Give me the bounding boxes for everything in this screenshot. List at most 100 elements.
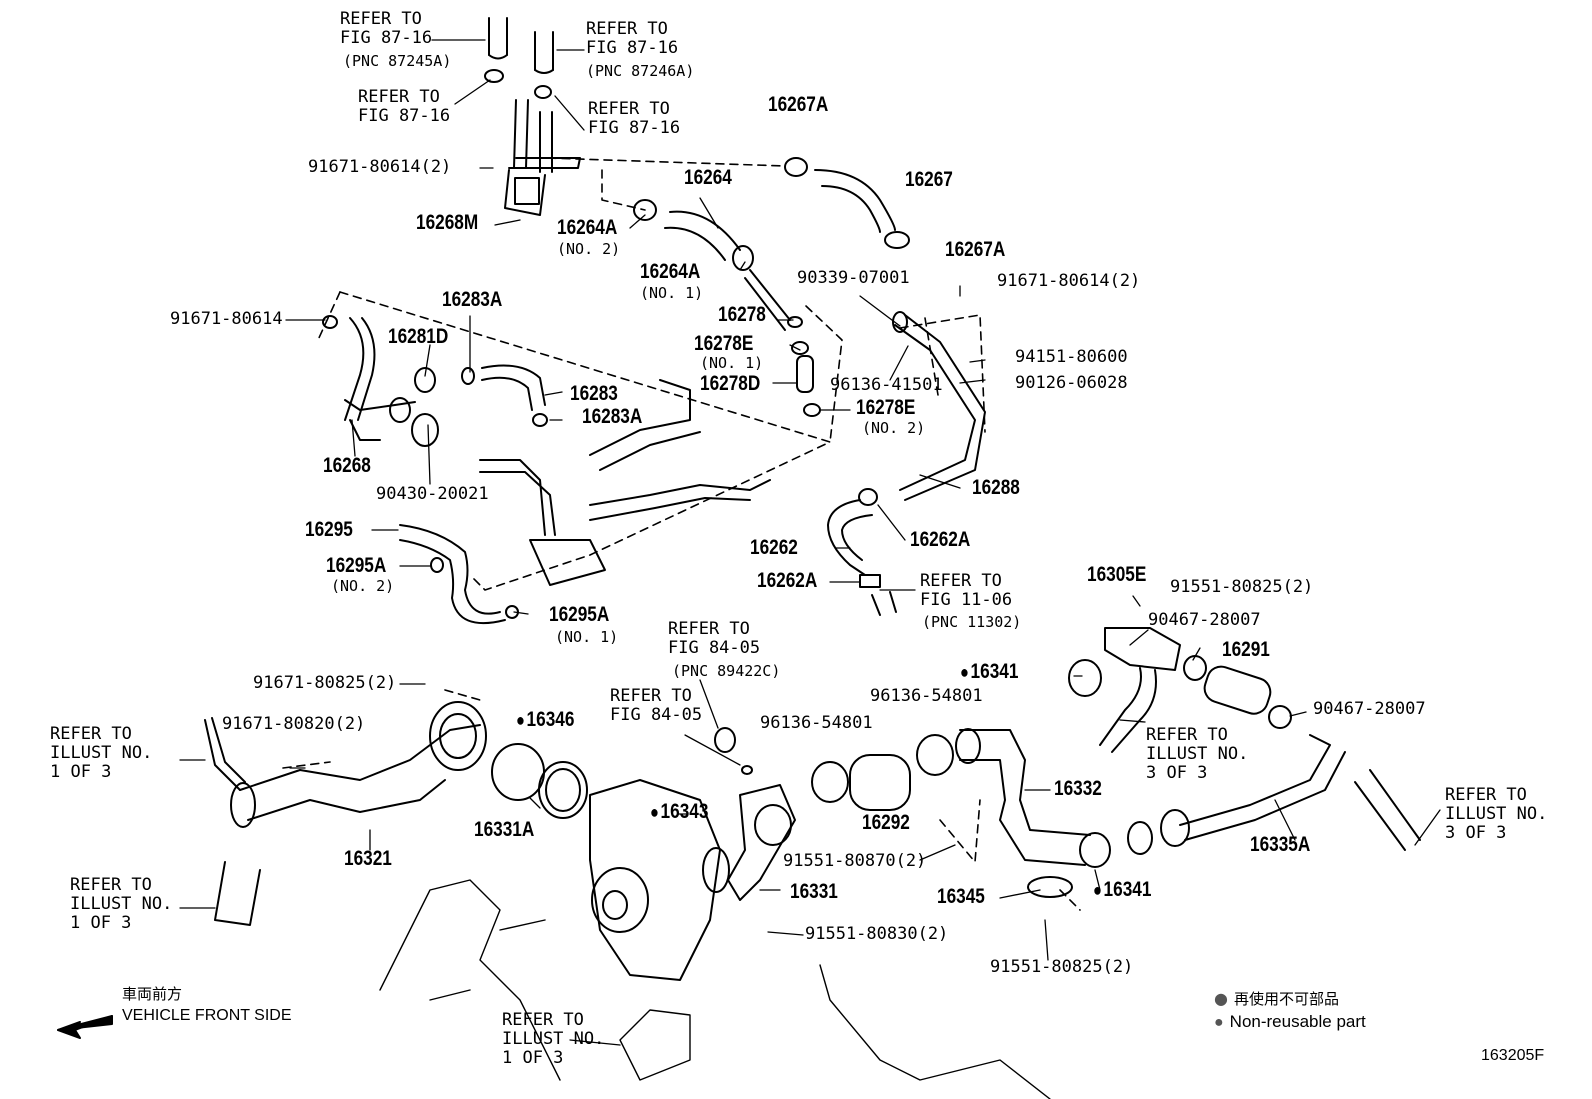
part-90467-28007-b: 90467-28007 — [1313, 699, 1426, 719]
note-no2-b: (NO. 2) — [862, 419, 926, 437]
refer-illust-1-of-3-d: REFER TO ILLUST NO. 1 OF 3 — [70, 875, 173, 933]
note-no2-c: (NO. 2) — [331, 577, 395, 595]
part-16332: 16332 — [1054, 777, 1102, 800]
part-16267a-top: 16267A — [768, 93, 829, 116]
figure-code: 163205F — [1481, 1047, 1545, 1064]
part-16278d: 16278D — [700, 372, 761, 395]
note-no1-a: (NO. 1) — [640, 284, 704, 302]
part-91671-80614-2-a: 91671-80614(2) — [308, 157, 452, 177]
legend-japanese: ● 再使用不可部品 — [1214, 989, 1339, 1009]
refer-fig-11-06: REFER TO FIG 11-06 — [920, 571, 1013, 610]
pnc-87245a: (PNC 87245A) — [343, 52, 452, 70]
part-16262: 16262 — [750, 536, 798, 559]
thermostat — [491, 743, 545, 801]
part-91671-80820-2: 91671-80820(2) — [222, 714, 366, 734]
part-16264a-no1: 16264A — [640, 260, 701, 283]
part-16267: 16267 — [905, 168, 953, 191]
part-16295: 16295 — [305, 518, 353, 541]
part-16343: 16343 — [650, 801, 709, 822]
note-no1-b: (NO. 1) — [700, 354, 764, 372]
part-16331a: 16331A — [474, 818, 535, 841]
hose-16283 — [481, 364, 546, 411]
part-16267a-bottom: 16267A — [945, 238, 1006, 261]
engine-outline — [379, 879, 1051, 1099]
part-16264a-no2: 16264A — [557, 216, 618, 239]
refer-fig-87-16-d: REFER TO FIG 87-16 — [588, 99, 681, 138]
part-91671-80614: 91671-80614 — [170, 309, 283, 329]
refer-fig-87-16-b: REFER TO FIG 87-16 — [586, 19, 679, 58]
pipe-16332 — [959, 729, 1091, 866]
part-16268m: 16268M — [416, 211, 479, 234]
part-16278: 16278 — [718, 303, 766, 326]
part-91671-80825-2: 91671-80825(2) — [253, 673, 397, 693]
hose-16292 — [849, 754, 911, 811]
upper-pipes — [484, 17, 581, 216]
pipe-16288 — [894, 314, 986, 501]
part-16295a-no2: 16295A — [326, 554, 387, 577]
refer-illust-3-of-3-a: REFER TO ILLUST NO. 3 OF 3 — [1146, 725, 1249, 783]
crossover-pipe — [479, 459, 556, 536]
assembly-outline — [282, 157, 1081, 911]
part-16305e: 16305E — [1087, 563, 1147, 586]
part-96136-54801-b: 96136-54801 — [760, 713, 873, 733]
hose-16264 — [664, 210, 741, 261]
refer-fig-87-16-a: REFER TO FIG 87-16 — [340, 9, 433, 48]
part-91551-80870-2: 91551-80870(2) — [783, 851, 927, 871]
part-16264: 16264 — [684, 166, 732, 189]
part-16283a-mid: 16283A — [582, 405, 643, 428]
part-16288: 16288 — [972, 476, 1020, 499]
part-16335a: 16335A — [1250, 833, 1311, 856]
hose-16291 — [1203, 665, 1272, 715]
part-16283a-top: 16283A — [442, 288, 503, 311]
part-90339-07001: 90339-07001 — [797, 268, 910, 288]
part-90467-28007-a: 90467-28007 — [1148, 610, 1261, 630]
part-90126-06028: 90126-06028 — [1015, 373, 1128, 393]
front-label-japanese: 車両前方 — [122, 985, 183, 1003]
part-96136-41501: 96136-41501 — [830, 375, 943, 395]
pnc-87246a: (PNC 87246A) — [586, 62, 695, 80]
pnc-11302: (PNC 11302) — [922, 613, 1022, 631]
part-90430-20021: 90430-20021 — [376, 484, 489, 504]
part-16268: 16268 — [323, 454, 371, 477]
refer-illust-1-of-3-e: REFER TO ILLUST NO. 1 OF 3 — [502, 1010, 605, 1068]
part-16341-bottom: 16341 — [1093, 879, 1152, 900]
pipe-16321 — [239, 724, 481, 821]
note-no1-c: (NO. 1) — [555, 628, 619, 646]
part-16262a-right: 16262A — [910, 528, 971, 551]
front-label-english: VEHICLE FRONT SIDE — [122, 1007, 292, 1024]
refer-fig-84-05-a: REFER TO FIG 84-05 — [668, 619, 761, 658]
part-16295a-no1: 16295A — [549, 603, 610, 626]
refer-fig-87-16-c: REFER TO FIG 87-16 — [358, 87, 451, 126]
legend-english: ● Non-reusable part — [1214, 1012, 1366, 1032]
part-96136-54801-a: 96136-54801 — [870, 686, 983, 706]
leader-lines — [179, 39, 1441, 1046]
part-91671-80614-2-b: 91671-80614(2) — [997, 271, 1141, 291]
fitting-16305E — [1104, 627, 1181, 671]
pnc-89422c: (PNC 89422C) — [672, 662, 781, 680]
hose-16267 — [814, 169, 896, 233]
part-16291: 16291 — [1222, 638, 1270, 661]
part-16281d: 16281D — [388, 325, 449, 348]
part-16278e-no2: 16278E — [856, 396, 916, 419]
part-91551-80825-2-a: 91551-80825(2) — [1170, 577, 1314, 597]
part-16321: 16321 — [344, 847, 392, 870]
outlet-housing-16331 — [727, 784, 796, 901]
part-16341-top: 16341 — [960, 661, 1019, 682]
part-94151-80600: 94151-80600 — [1015, 347, 1128, 367]
part-91551-80825-2-b: 91551-80825(2) — [990, 957, 1134, 977]
part-16345: 16345 — [937, 885, 985, 908]
part-16262a-left: 16262A — [757, 569, 818, 592]
refer-illust-1-of-3-b: REFER TO ILLUST NO. 1 OF 3 — [50, 724, 153, 782]
hose-16262 — [827, 499, 873, 576]
refer-illust-3-of-3-c: REFER TO ILLUST NO. 3 OF 3 — [1445, 785, 1548, 843]
refer-fig-84-05-b: REFER TO FIG 84-05 — [610, 686, 703, 725]
legend-english-text: Non-reusable part — [1229, 1012, 1366, 1031]
legend-dot-icon: ● — [1214, 1014, 1224, 1031]
legend-dot-icon: ● — [1214, 989, 1228, 1008]
part-16292: 16292 — [862, 811, 910, 834]
part-16346: 16346 — [516, 709, 575, 730]
part-91551-80830-2: 91551-80830(2) — [805, 924, 949, 944]
legend-japanese-text: 再使用不可部品 — [1233, 990, 1339, 1008]
